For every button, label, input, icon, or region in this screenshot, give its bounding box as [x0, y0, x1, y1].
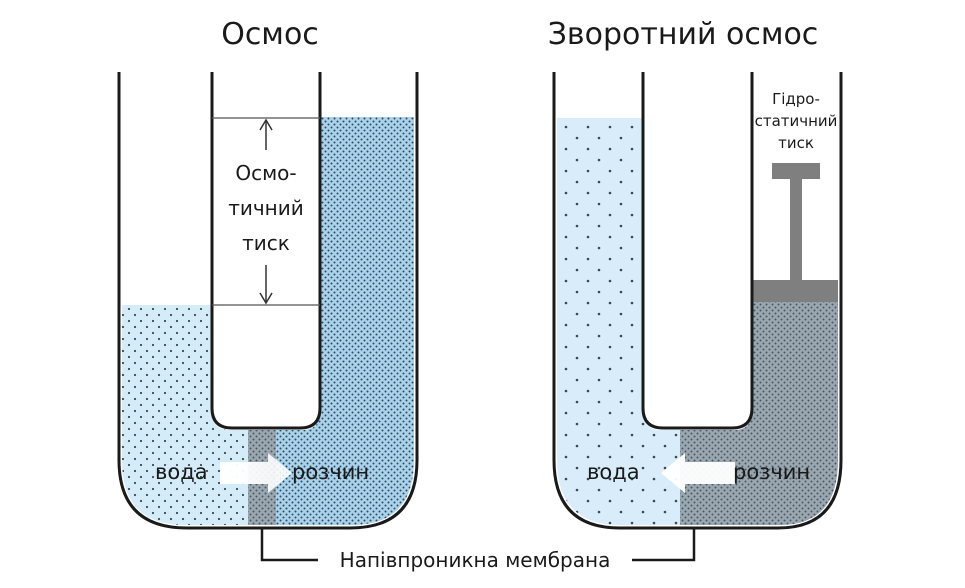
reverse-osmosis-solution-label: розчин: [733, 460, 810, 484]
osmotic-pressure-label: Осмо- тичний тиск: [228, 161, 304, 255]
osmosis-solution-label: розчин: [292, 460, 369, 484]
reverse-osmosis-panel: Зворотний осмос Гідро- статичний тиск во…: [548, 17, 843, 530]
svg-text:Осмо-: Осмо-: [235, 161, 296, 185]
svg-text:Гідро-: Гідро-: [772, 90, 820, 108]
piston: [752, 163, 838, 302]
reverse-osmosis-water-label: вода: [587, 460, 640, 484]
osmosis-solution: [276, 117, 414, 525]
reverse-osmosis-flow-arrow: [661, 453, 735, 493]
osmosis-title: Осмос: [221, 17, 319, 52]
svg-text:статичний: статичний: [755, 112, 838, 130]
reverse-osmosis-title: Зворотний осмос: [548, 17, 819, 52]
reverse-osmosis-vessel: [552, 72, 843, 530]
reverse-osmosis-solution: [708, 300, 838, 525]
osmosis-water-label: вода: [155, 460, 208, 484]
svg-text:тичний: тичний: [228, 196, 304, 220]
svg-text:тиск: тиск: [242, 231, 290, 255]
svg-text:тиск: тиск: [778, 134, 814, 152]
osmosis-flow-arrow: [220, 453, 292, 493]
hydrostatic-pressure-label: Гідро- статичний тиск: [755, 90, 838, 152]
reverse-osmosis-water: [557, 118, 680, 525]
osmosis-water: [122, 305, 248, 525]
osmosis-inner-wall: [210, 72, 322, 430]
membrane-callout: Напівпроникна мембрана: [260, 527, 696, 572]
reverse-osmosis-inner-wall: [641, 72, 754, 430]
membrane-label: Напівпроникна мембрана: [340, 548, 611, 572]
osmosis-panel: Осмос Осмо- тичний тиск вода розчин: [117, 17, 419, 530]
osmosis-vessel: [117, 72, 419, 530]
